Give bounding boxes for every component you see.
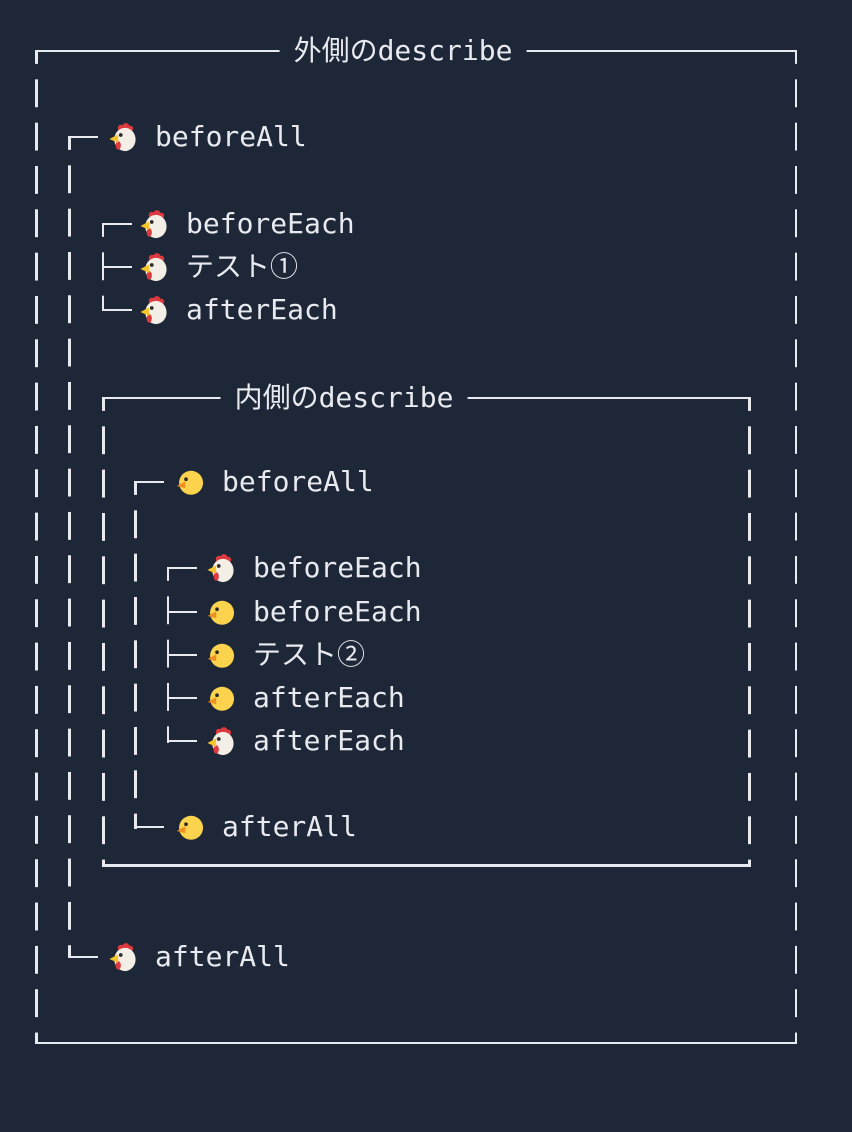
outer-tree-trunk-line [68, 135, 71, 959]
tree-branch-connector [68, 135, 98, 139]
inner-before-each-chicken-item: beforeEach [205, 547, 422, 589]
hook-label: テスト① [186, 250, 299, 283]
outer-box-top-border-left [35, 49, 289, 53]
hook-label: afterEach [253, 681, 405, 714]
chicken-icon [140, 252, 167, 281]
tree-branch-connector [166, 653, 197, 657]
chick-icon [176, 470, 204, 495]
chicken-icon [140, 209, 167, 238]
hook-label: beforeEach [253, 595, 422, 628]
outer-box-top-border-right [517, 49, 797, 53]
outer-before-each-item: beforeEach [138, 203, 355, 245]
inner-box-top-border-left [102, 396, 245, 400]
hook-label: afterAll [222, 810, 357, 843]
outer-box-bottom-border [35, 1041, 797, 1045]
chick-icon [207, 643, 235, 668]
outer-after-each-item: afterEach [138, 289, 338, 331]
hook-label: afterEach [253, 724, 405, 757]
chick-icon [176, 815, 204, 840]
outer-describe-title: 外側のdescribe [279, 30, 527, 72]
tree-branch-connector [134, 480, 165, 484]
tree-branch-connector [166, 566, 197, 570]
outer-box-left-border [35, 49, 38, 1044]
tree-branch-connector [166, 610, 197, 614]
hook-label: afterEach [186, 293, 338, 326]
inner-test-2-item: テスト② [205, 634, 365, 676]
chicken-icon [207, 553, 234, 582]
outer-after-all-item: afterAll [107, 936, 290, 978]
inner-after-each-chick-item: afterEach [205, 677, 405, 719]
inner-each-group-trunk-line [166, 566, 170, 744]
tree-branch-connector [166, 739, 197, 743]
chicken-icon [207, 726, 234, 755]
inner-after-all-item: afterAll [174, 806, 357, 848]
chicken-icon [109, 942, 136, 971]
chick-icon [207, 600, 235, 625]
inner-box-right-border [748, 396, 751, 867]
tree-branch-connector [68, 955, 98, 959]
inner-after-each-chicken-item: afterEach [205, 720, 405, 762]
tree-branch-connector [101, 222, 132, 226]
hook-label: beforeEach [253, 551, 422, 584]
hook-label: beforeEach [186, 207, 355, 240]
inner-box-bottom-border [102, 864, 751, 867]
hook-label: テスト② [253, 638, 366, 671]
outer-each-group-trunk-line [101, 222, 105, 312]
outer-test-1-item: テスト① [138, 246, 298, 288]
tree-branch-connector [101, 308, 132, 312]
hook-label: afterAll [155, 940, 290, 973]
chicken-icon [140, 295, 167, 324]
hook-label: beforeAll [155, 120, 307, 153]
tree-branch-connector [134, 825, 165, 829]
outer-box-right-border [794, 49, 797, 1044]
inner-box-top-border-right [452, 396, 751, 400]
inner-before-each-chick-item: beforeEach [205, 591, 422, 633]
outer-before-all-item: beforeAll [107, 116, 307, 158]
inner-before-all-item: beforeAll [174, 461, 374, 503]
tree-branch-connector [166, 696, 197, 700]
chicken-icon [109, 122, 136, 151]
inner-tree-trunk-line [134, 480, 137, 830]
inner-describe-title: 内側のdescribe [220, 377, 468, 419]
hook-label: beforeAll [222, 465, 374, 498]
tree-branch-connector [101, 265, 132, 269]
inner-box-left-border [102, 396, 105, 867]
chick-icon [207, 686, 235, 711]
